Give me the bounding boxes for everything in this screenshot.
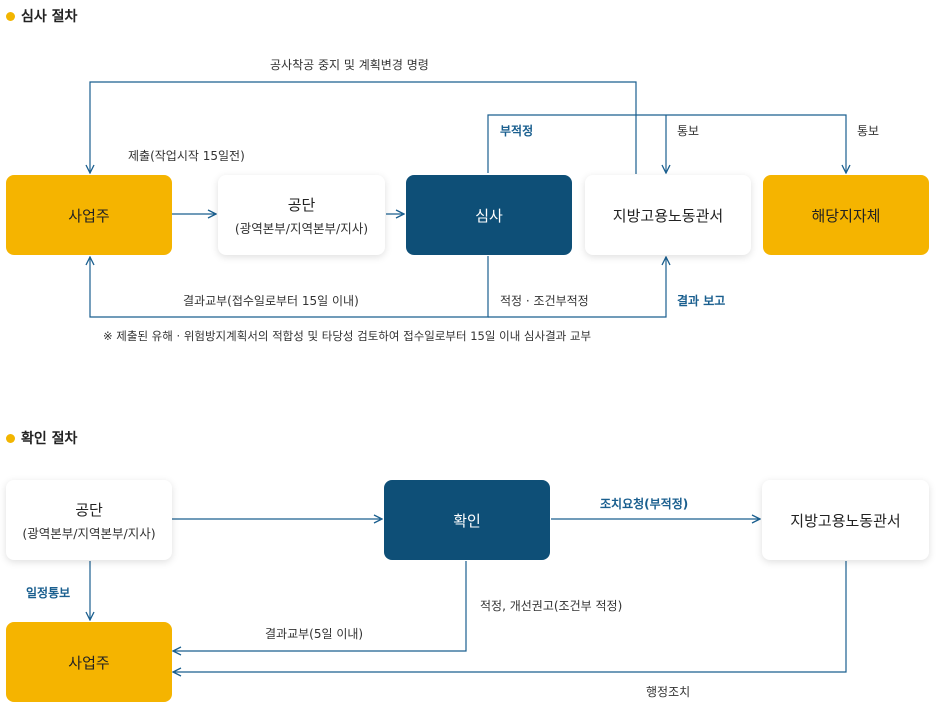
section-title-review: 심사 절차 — [6, 6, 77, 26]
box-local-gov: 해당지자체 — [763, 175, 929, 255]
label-order: 공사착공 중지 및 계획변경 명령 — [270, 58, 429, 72]
arrow-result-report — [488, 257, 666, 318]
label-notify-labor: 통보 — [677, 124, 700, 138]
box-review-label: 심사 — [475, 206, 503, 225]
box-labor-office-label: 지방고용노동관서 — [612, 206, 724, 225]
box-labor-office-2-label: 지방고용노동관서 — [790, 511, 901, 530]
box-applicant-label: 사업주 — [68, 206, 110, 225]
box-confirm: 확인 — [384, 480, 550, 560]
box-applicant-2-label: 사업주 — [68, 653, 110, 672]
arrow-result-5days — [173, 561, 467, 651]
arrow-result-delivery — [90, 256, 489, 318]
box-agency-2-label: 공단 — [75, 500, 103, 519]
arrow-admin-action — [173, 561, 847, 672]
box-agency: 공단 (광역본부/지역본부/지사) — [218, 175, 385, 255]
section-title-review-text: 심사 절차 — [21, 9, 78, 25]
box-agency-sublabel: (광역본부/지역본부/지사) — [234, 220, 369, 236]
box-local-gov-label: 해당지자체 — [811, 206, 881, 225]
label-result-report: 결과 보고 — [677, 294, 726, 308]
label-suitable: 적정 · 조건부적정 — [500, 294, 589, 308]
box-agency-label: 공단 — [287, 195, 316, 214]
bullet-dot-icon — [6, 433, 15, 443]
review-note: ※ 제출된 유해 · 위험방지계획서의 적합성 및 타당성 검토하여 접수일로부… — [103, 329, 592, 343]
label-result-delivery-2: 결과교부(5일 이내) — [265, 627, 364, 641]
label-admin-action: 행정조치 — [646, 685, 691, 699]
label-notify-local: 통보 — [857, 124, 880, 138]
box-review: 심사 — [406, 175, 572, 255]
label-schedule-notice: 일정통보 — [26, 586, 71, 600]
box-agency-2-sublabel: (광역본부/지역본부/지사) — [22, 525, 156, 541]
label-action-request: 조치요청(부적정) — [600, 497, 689, 511]
box-agency-2: 공단 (광역본부/지역본부/지사) — [6, 480, 172, 560]
arrow-notify-frame — [487, 114, 846, 173]
label-result-delivery: 결과교부(접수일로부터 15일 이내) — [183, 294, 359, 308]
box-labor-office-2: 지방고용노동관서 — [762, 480, 929, 560]
bullet-dot-icon — [6, 11, 15, 21]
arrow-order — [90, 81, 637, 174]
box-applicant: 사업주 — [6, 175, 172, 255]
label-suitable-2: 적정, 개선권고(조건부 적정) — [480, 599, 623, 613]
label-submit: 제출(작업시작 15일전) — [128, 149, 245, 163]
section-title-confirm-text: 확인 절차 — [21, 431, 78, 447]
box-applicant-2: 사업주 — [6, 622, 172, 702]
section-title-confirm: 확인 절차 — [6, 428, 77, 448]
label-unsuitable: 부적정 — [500, 124, 534, 138]
box-labor-office: 지방고용노동관서 — [585, 175, 751, 255]
box-confirm-label: 확인 — [453, 511, 481, 530]
